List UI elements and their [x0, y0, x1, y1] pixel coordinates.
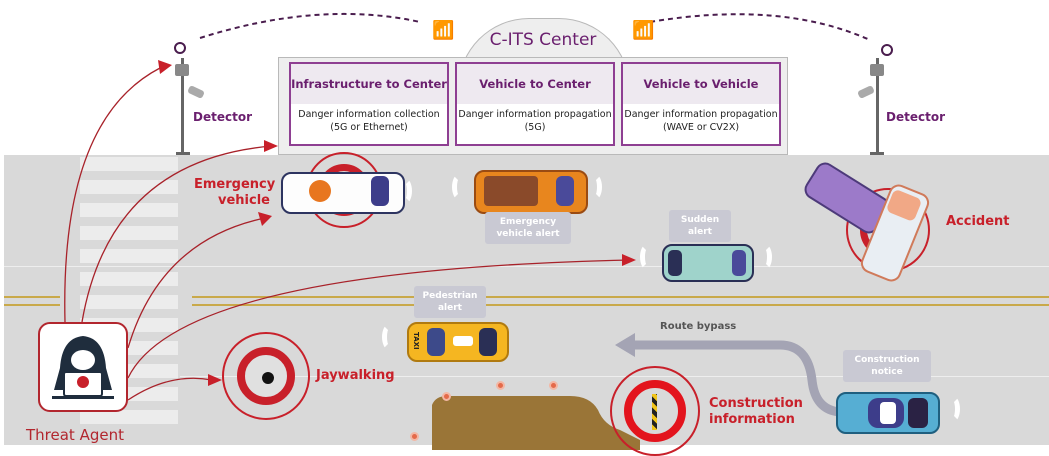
route-bypass-arrow-head — [615, 333, 635, 357]
windshield — [479, 328, 497, 356]
route-bypass-arrow — [630, 340, 841, 417]
lane-divider — [4, 266, 1049, 267]
traffic-cone-icon — [410, 432, 419, 441]
medical-cross-icon — [309, 180, 331, 202]
attack-path-center — [81, 145, 273, 323]
windshield — [371, 176, 389, 206]
signal-wave — [452, 174, 466, 200]
card-heading: Infrastructure to Center — [291, 64, 447, 104]
rear-window — [427, 328, 445, 356]
arrow-head — [158, 60, 172, 74]
signal-wave — [758, 244, 772, 270]
detector-base — [870, 152, 884, 155]
signal-wave — [398, 178, 412, 204]
signal-wave — [382, 324, 396, 350]
card-infrastructure-to-center: Infrastructure to Center Danger informat… — [289, 62, 449, 146]
warning-ring-inner — [624, 380, 686, 442]
route-bypass-label: Route bypass — [660, 321, 737, 332]
attack-path-sudden — [127, 259, 631, 379]
center-line — [4, 304, 60, 306]
signal-wave — [946, 396, 960, 422]
detector-label: Detector — [193, 110, 252, 124]
attack-path-emergency — [127, 217, 266, 349]
windshield — [908, 398, 928, 428]
taxi-light — [453, 336, 473, 346]
detector-pole — [876, 58, 879, 154]
arrow-head — [208, 374, 222, 386]
center-line — [192, 296, 1049, 298]
card-vehicle-to-center: Vehicle to Center Danger information pro… — [455, 62, 615, 146]
detector-label: Detector — [886, 110, 945, 124]
accident-label: Accident — [946, 214, 1010, 229]
taxi-sign: TAXI — [412, 332, 420, 350]
arrow-head — [258, 212, 272, 226]
arrow-head — [264, 140, 278, 152]
traffic-cone-icon — [496, 381, 505, 390]
windshield — [732, 250, 746, 276]
dashed-link-left — [199, 12, 421, 39]
card-body: Danger information collection (5G or Eth… — [298, 109, 440, 133]
traffic-cone-icon — [549, 381, 558, 390]
card-body: Danger information propagation (WAVE or … — [624, 109, 778, 133]
construction-mound — [432, 395, 640, 450]
detector-base — [176, 152, 190, 155]
card-heading: Vehicle to Vehicle — [623, 64, 779, 104]
lane-divider — [180, 376, 1049, 377]
card-body: Danger information propagation (5G) — [458, 109, 612, 133]
windshield — [556, 176, 574, 206]
signal-wave — [640, 244, 654, 270]
blue-car — [836, 392, 940, 434]
skull-icon — [77, 376, 89, 388]
emergency-vehicle-label: Emergency vehicle — [194, 177, 276, 208]
barrier-icon — [652, 394, 657, 430]
hacker-icon — [52, 336, 114, 399]
card-heading: Vehicle to Center — [457, 64, 613, 104]
attack-path-detector — [64, 67, 161, 323]
warning-ring-outer — [222, 332, 310, 420]
threat-agent-box — [38, 322, 128, 412]
threat-agent-label: Threat Agent — [26, 426, 124, 444]
jaywalking-label: Jaywalking — [316, 368, 395, 383]
orange-truck — [474, 170, 588, 214]
signal-wave — [588, 174, 602, 200]
detector-sensor-icon — [175, 64, 189, 76]
truck-bed — [484, 176, 538, 206]
detector-sensor-icon — [870, 64, 884, 76]
pedestrian-icon — [262, 372, 274, 384]
detector-pole — [181, 58, 184, 154]
warning-ring-inner — [237, 347, 295, 405]
construction-label: Construction information — [709, 396, 803, 427]
card-vehicle-to-vehicle: Vehicle to Vehicle Danger information pr… — [621, 62, 781, 146]
center-title: C-ITS Center — [489, 30, 597, 50]
dashed-link-right — [649, 13, 871, 41]
arrow-head — [622, 254, 636, 266]
taxi: TAXI — [407, 322, 509, 362]
signal-icon — [174, 42, 186, 54]
center-line — [4, 296, 60, 298]
roof — [880, 402, 896, 424]
wifi-icon: 📶 — [432, 20, 455, 41]
center-line — [192, 304, 1049, 306]
traffic-cone-icon — [442, 392, 451, 401]
teal-van — [662, 244, 754, 282]
attack-path-jaywalking — [127, 377, 213, 401]
signal-icon — [881, 44, 893, 56]
ambulance — [281, 172, 405, 214]
wifi-icon: 📶 — [632, 20, 655, 41]
